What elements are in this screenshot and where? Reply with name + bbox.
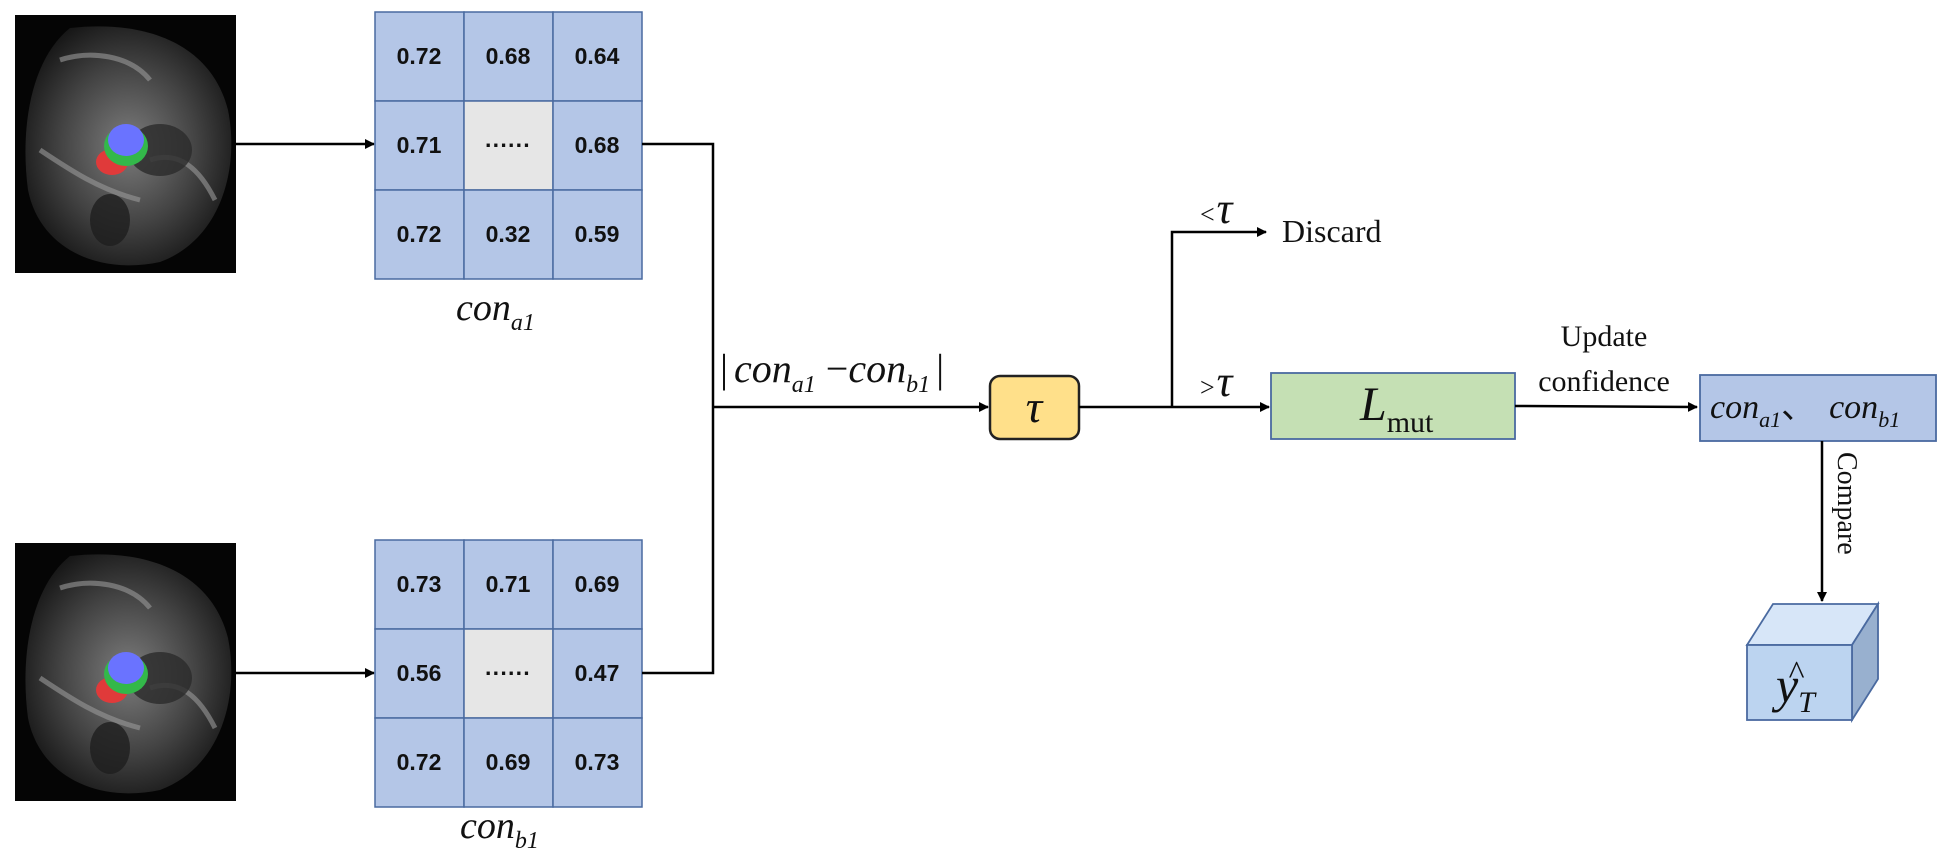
grid-b-cell-center [463,628,554,719]
branch-less-than-tau: <τ [1200,184,1235,233]
mutual-loss-label: Lmut [1359,378,1434,439]
grid-a-cell [552,189,643,280]
grid-a-cell [552,11,643,102]
grid-b-value: 0.69 [575,571,620,597]
grid-a-value: 0.59 [575,221,620,247]
segmentation-mask-top [96,124,148,175]
segmentation-mask-bottom [96,652,148,703]
grid-b-cell [552,717,643,808]
grid-b-cell [552,628,643,719]
grid-b-label: conb1 [460,805,539,854]
discard-label: Discard [1282,213,1382,249]
grid-b-value: 0.56 [397,660,442,686]
grid-a-value: 0.72 [397,43,442,69]
grid-b-value: 0.47 [575,660,620,686]
branch-greater-than-tau: >τ [1200,357,1235,406]
grid-b-cell [374,539,465,630]
confidence-grid-b: 0.73 0.71 0.69 0.56 ······ 0.47 0.72 0.6… [374,539,643,808]
prediction-cube [1745,600,1880,724]
grid-a-cell [463,11,554,102]
grid-a-value: 0.71 [397,132,442,158]
grid-a-value: 0.72 [397,221,442,247]
updated-confidence-label: cona1、conb1 [1710,389,1900,432]
grid-a-value: 0.64 [575,43,620,69]
updated-confidence-box [1699,374,1937,442]
grid-a-value: 0.68 [575,132,620,158]
grid-a-cell [463,189,554,280]
grid-b-cell [463,717,554,808]
grid-a-ellipsis: ······ [485,132,531,158]
mri-image-bottom [15,543,236,801]
grid-b-value: 0.72 [397,749,442,775]
mutual-loss-box [1270,372,1516,440]
prediction-label: yT [1771,657,1817,719]
grid-b-value: 0.69 [486,749,531,775]
update-label-line1: Update [1561,320,1648,353]
mri-image-top [15,15,236,273]
connector-grid-b [642,407,715,675]
grid-a-cell-center [463,100,554,191]
arrow-to-discard [1170,227,1267,407]
grid-b-value: 0.73 [397,571,442,597]
grid-a-cell [374,11,465,102]
grid-b-cell [552,539,643,630]
grid-a-value: 0.32 [486,221,531,247]
grid-b-ellipsis: ······ [485,660,531,686]
grid-b-value: 0.73 [575,749,620,775]
arrow-loss-to-confidence [1514,401,1698,412]
grid-a-value: 0.68 [486,43,531,69]
grid-a-label: cona1 [456,287,535,336]
threshold-symbol: τ [1026,381,1044,432]
cube-front-face [1746,644,1853,721]
connector-grid-a [642,142,715,407]
prediction-hat: ^ [1788,655,1805,692]
grid-a-cell [552,100,643,191]
compare-label: Compare [1831,452,1862,555]
grid-b-value: 0.71 [486,571,531,597]
grid-a-cell [374,189,465,280]
difference-label: |cona1−conb1| [720,346,944,398]
confidence-grid-a: 0.72 0.68 0.64 0.71 ······ 0.68 0.72 0.3… [374,11,643,280]
grid-b-cell [374,717,465,808]
update-label-line2: confidence [1538,365,1670,398]
